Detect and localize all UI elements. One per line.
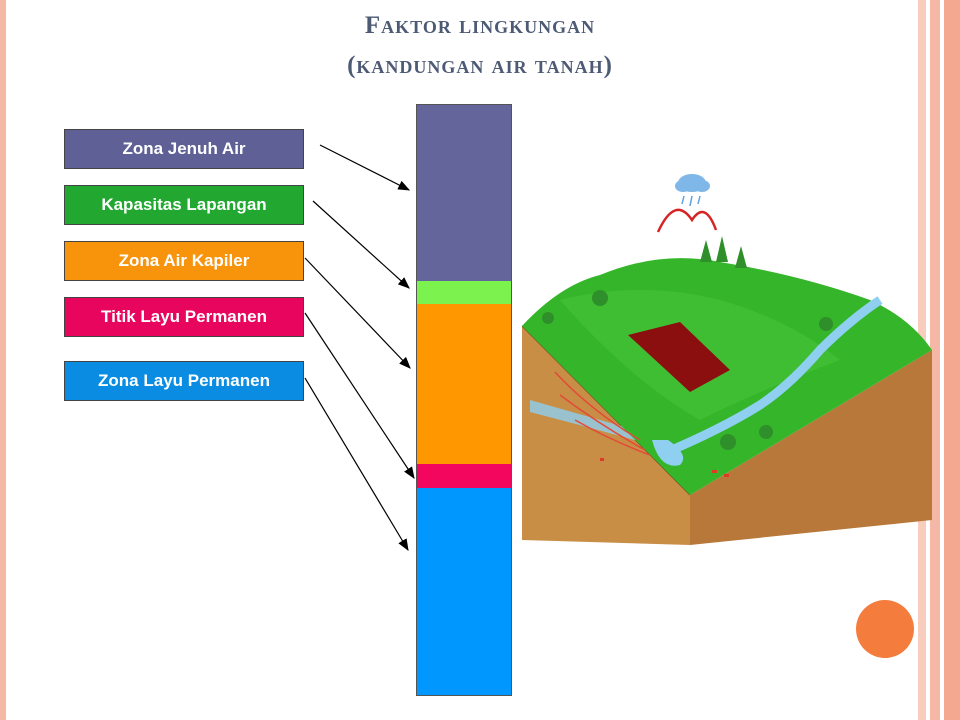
- accent-dot: [856, 600, 914, 658]
- title-line-1: Faktor lingkungan: [364, 12, 596, 39]
- arrow-titik-layu-permanen: [304, 312, 415, 480]
- title-line-2: (kandungan air tanah): [347, 52, 613, 79]
- slide-frame-right-outer: [944, 0, 960, 720]
- precipitation-arrows-icon: [656, 208, 718, 233]
- arrow-zona-jenuh-air: [319, 144, 411, 191]
- soil-segment-titik-layu: [416, 464, 512, 488]
- label-zona-air-kapiler: Zona Air Kapiler: [64, 241, 304, 281]
- soil-segment-kapasitas-lapangan: [416, 281, 512, 304]
- soil-segment-jenuh-air: [416, 104, 512, 281]
- rain-icon: [681, 195, 701, 207]
- soil-segment-layu-permanen: [416, 488, 512, 696]
- arrow-zona-air-kapiler: [304, 257, 411, 369]
- trees-icon: [542, 236, 833, 450]
- label-titik-layu-permanen: Titik Layu Permanen: [64, 297, 304, 337]
- arrow-kapasitas-lapangan: [312, 200, 410, 289]
- groundwater-flow-arrows-icon: [554, 371, 651, 456]
- label-kapasitas-lapangan: Kapasitas Lapangan: [64, 185, 304, 225]
- slide-frame-left: [0, 0, 6, 720]
- plume-area: [628, 322, 730, 392]
- slide-title: Faktor lingkungan (kandungan air tanah): [150, 6, 810, 86]
- groundwater-block-diagram-icon: [521, 174, 932, 545]
- label-zona-layu-permanen: Zona Layu Permanen: [64, 361, 304, 401]
- slide-frame-right-mid: [930, 0, 940, 720]
- soil-side-face: [690, 350, 932, 545]
- well-markers-icon: [600, 458, 729, 477]
- river-icon: [658, 296, 883, 460]
- arrow-zona-layu-permanen: [304, 377, 409, 552]
- label-zona-jenuh-air: Zona Jenuh Air: [64, 129, 304, 169]
- soil-segment-air-kapiler: [416, 304, 512, 464]
